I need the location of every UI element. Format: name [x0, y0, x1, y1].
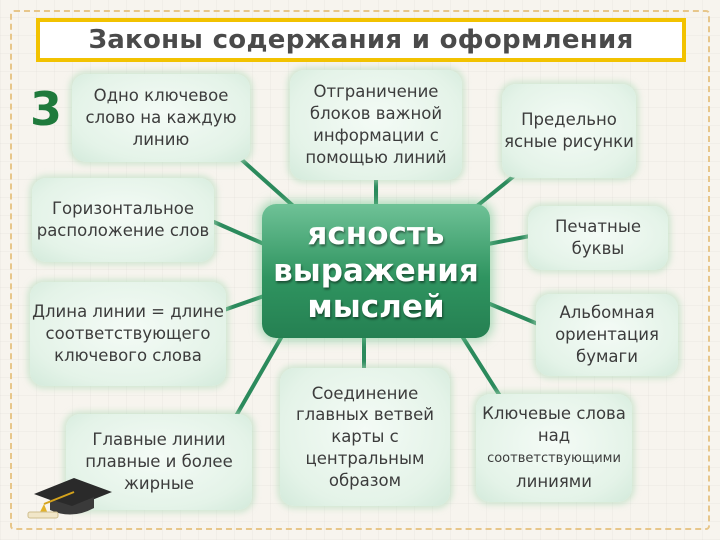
connector-landscape	[488, 302, 540, 326]
connector-one-keyword	[240, 158, 302, 214]
node-line-length: Длина линии = длине соответствующего клю…	[30, 282, 226, 386]
central-image-text: ясность выражения мыслей	[273, 216, 479, 326]
node-limit-blocks: Отграничение блоков важной информации с …	[290, 70, 462, 180]
node-landscape: Альбомная ориентация бумаги	[536, 294, 678, 376]
slide-frame	[10, 10, 710, 530]
node-printed-letters: Печатные буквы	[528, 206, 668, 270]
connector-line-length	[222, 294, 266, 312]
node-main-lines-text: Главные линии плавные и более жирные	[85, 430, 233, 493]
node-line-length-text-2: соответствующего	[45, 324, 211, 344]
node-clear-pictures-text: Предельно ясные рисунки	[504, 110, 634, 151]
connector-keywords	[460, 334, 502, 398]
node-keywords-text-3: линиями	[516, 472, 592, 492]
node-horizontal-text: Горизонтальное расположение слов	[36, 199, 210, 240]
node-one-keyword-text: Одно ключевое слово на каждую линию	[85, 86, 237, 149]
node-main-lines: Главные линии плавные и более жирные	[66, 414, 252, 510]
node-clear-pictures: Предельно ясные рисунки	[502, 84, 636, 178]
node-horizontal: Горизонтальное расположение слов	[32, 178, 214, 262]
slide-title: Законы содержания и оформления	[88, 25, 634, 55]
connector-main-lines	[234, 334, 284, 418]
node-line-length-text-3: ключевого слова	[54, 345, 202, 365]
title-box: Законы содержания и оформления	[36, 18, 686, 62]
node-printed-letters-text: Печатные буквы	[555, 217, 641, 258]
node-limit-blocks-text: Отграничение блоков важной информации с …	[305, 82, 447, 167]
slide-number: 3	[30, 82, 63, 136]
connector-printed-letters	[486, 234, 532, 246]
node-keywords-text-1: Ключевые слова над	[482, 403, 626, 445]
node-keywords: Ключевые слова над соответствующими лини…	[476, 394, 632, 502]
node-connection: Соединение главных ветвей карты с центра…	[280, 368, 450, 506]
central-image: ясность выражения мыслей	[262, 204, 490, 338]
node-keywords-text-2: соответствующими	[487, 451, 621, 467]
node-line-length-text-1: Длина линии = длине	[32, 302, 224, 322]
node-landscape-text: Альбомная ориентация бумаги	[555, 303, 659, 366]
node-connection-text: Соединение главных ветвей карты с центра…	[296, 383, 434, 490]
graduation-cap-icon	[27, 478, 112, 519]
connector-horizontal	[212, 220, 266, 246]
node-one-keyword: Одно ключевое слово на каждую линию	[72, 74, 250, 162]
